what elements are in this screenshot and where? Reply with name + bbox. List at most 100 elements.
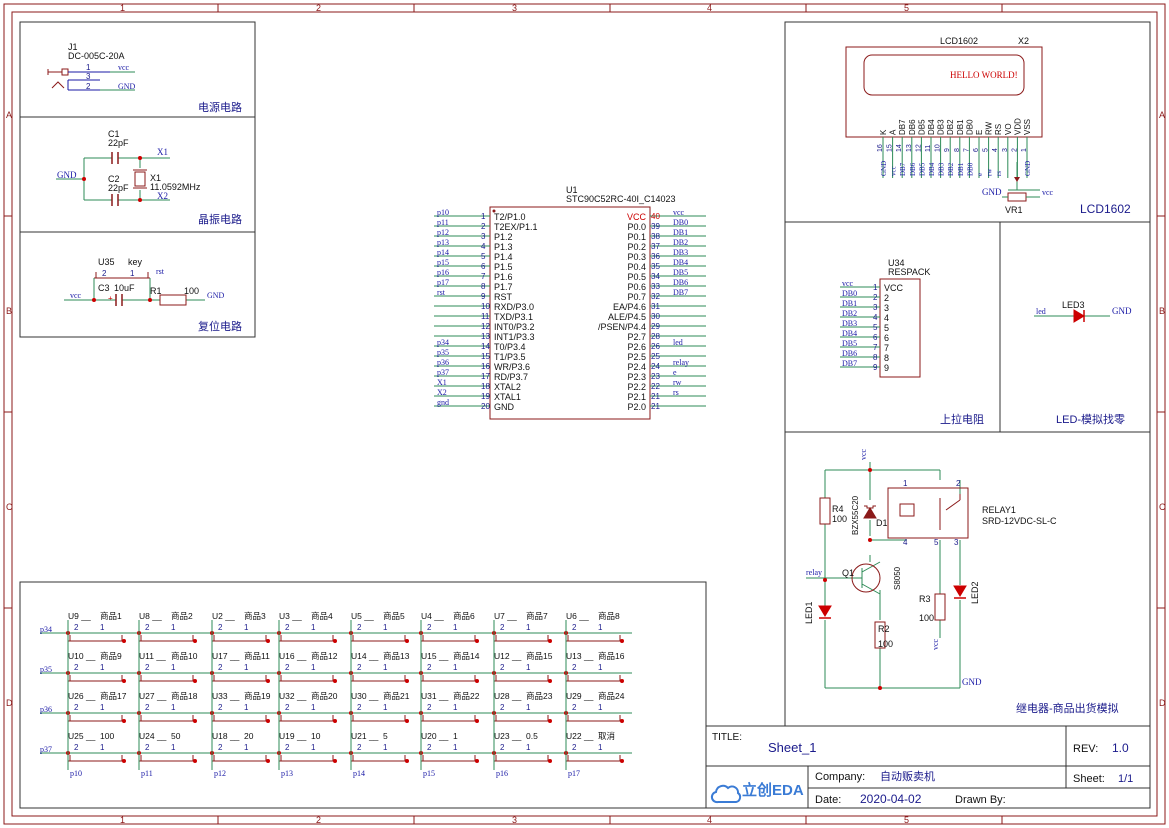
mcu-net-r-relay: relay bbox=[673, 358, 689, 367]
key-switch-icon bbox=[139, 715, 195, 722]
key-pin1: 1 bbox=[244, 623, 249, 632]
respack-pin-num-9: 9 bbox=[873, 363, 878, 372]
lcd-pin-num-3: 13 bbox=[906, 144, 913, 152]
mcu-pin-name-19: XTAL1 bbox=[494, 392, 521, 402]
key-ref: U32 __ bbox=[279, 691, 307, 701]
mcu-net-p12: p12 bbox=[437, 228, 449, 237]
lcd-screen-text: HELLO WORLD! bbox=[950, 70, 1018, 80]
r1-ref: R1 bbox=[150, 286, 162, 296]
power-title: 电源电路 bbox=[198, 100, 242, 114]
mcu-body bbox=[489, 206, 651, 420]
key-pin2: 2 bbox=[357, 663, 362, 672]
net-gnd-relay: GND bbox=[962, 677, 982, 687]
key-label: 商品12 bbox=[311, 651, 338, 661]
key-ref: U17 __ bbox=[212, 651, 240, 661]
mcu-pin-num-r18: 21 bbox=[651, 392, 660, 401]
mcu-pin-num-20: 20 bbox=[481, 402, 490, 411]
crystal-title: 晶振电路 bbox=[198, 212, 242, 226]
r1-icon bbox=[159, 294, 187, 306]
mcu-pin-num-6: 6 bbox=[481, 262, 486, 271]
key-switch-icon bbox=[351, 755, 407, 762]
lcd-pin-label-3: DB6 bbox=[908, 119, 917, 135]
key-pin2: 2 bbox=[74, 663, 79, 672]
mcu-pin-name-10: RXD/P3.0 bbox=[494, 302, 534, 312]
mcu-pin-name-r2: P0.1 bbox=[627, 232, 646, 242]
sheet-label: Sheet: bbox=[1073, 773, 1105, 785]
key-pin2: 2 bbox=[572, 663, 577, 672]
key-ref: U21 __ bbox=[351, 731, 379, 741]
key-label: 商品19 bbox=[244, 691, 271, 701]
relay-body bbox=[887, 487, 969, 539]
q1-ref: Q1 bbox=[842, 568, 854, 578]
r1-value: 100 bbox=[184, 286, 199, 296]
border-col-bottom-3: 3 bbox=[512, 815, 517, 825]
key-pin2: 2 bbox=[285, 623, 290, 632]
mcu-pin-name-6: P1.5 bbox=[494, 262, 513, 272]
mcu-pin-name-1: T2/P1.0 bbox=[494, 212, 526, 222]
mcu-pin-name-r15: P2.4 bbox=[627, 362, 646, 372]
mcu-net-r-DB2: DB2 bbox=[673, 238, 688, 247]
vr1-icon bbox=[1007, 192, 1027, 202]
key-pin1: 1 bbox=[383, 663, 388, 672]
key-switch-icon bbox=[351, 635, 407, 642]
net-x1-label: X1 bbox=[157, 147, 168, 157]
mcu-pin-num-r1: 39 bbox=[651, 222, 660, 231]
mcu-pin-num-r12: 28 bbox=[651, 332, 660, 341]
key-pin1: 1 bbox=[171, 743, 176, 752]
lcd-pin-label-7: DB2 bbox=[946, 119, 955, 135]
mcu-net-p35: p35 bbox=[437, 348, 449, 357]
led2-ref: LED2 bbox=[970, 581, 980, 604]
key-ref: U11 __ bbox=[139, 651, 166, 661]
lcd-pin-num-11: 5 bbox=[983, 148, 990, 152]
mcu-net-gnd: gnd bbox=[437, 398, 449, 407]
lcd-pin-net-9: DB0 bbox=[966, 162, 974, 176]
mcu-pin-num-4: 4 bbox=[481, 242, 486, 251]
mcu-pin-num-r15: 24 bbox=[651, 362, 660, 371]
r3-value: 100 bbox=[919, 613, 934, 623]
net-rst-reset: rst bbox=[156, 267, 165, 276]
lcd-pin-net-12: rs bbox=[995, 171, 1003, 176]
mcu-pin-name-r9: EA/P4.6 bbox=[613, 302, 646, 312]
mcu-net-X2: X2 bbox=[437, 388, 447, 397]
relay-part: SRD-12VDC-SL-C bbox=[982, 516, 1057, 526]
reset-frame bbox=[19, 231, 256, 338]
lcd-pin-net-8: DB1 bbox=[957, 162, 965, 176]
mcu-net-p34: p34 bbox=[437, 338, 449, 347]
key-switch-icon bbox=[139, 635, 195, 642]
respack-pin-num-4: 4 bbox=[873, 313, 878, 322]
svg-text:2: 2 bbox=[102, 269, 107, 278]
key-pin2: 2 bbox=[74, 743, 79, 752]
key-ref: U31 __ bbox=[421, 691, 449, 701]
key-label: 商品18 bbox=[171, 691, 198, 701]
lcd-pin-label-13: VO bbox=[1004, 123, 1013, 135]
key-pin2: 2 bbox=[285, 703, 290, 712]
r3-ref: R3 bbox=[919, 594, 931, 604]
lcd-pin-num-1: 15 bbox=[887, 144, 894, 152]
key-ref: U26 __ bbox=[68, 691, 96, 701]
respack-net-DB1: DB1 bbox=[842, 299, 857, 308]
mcu-pin-name-r12: P2.7 bbox=[627, 332, 646, 342]
mcu-pin-name-7: P1.6 bbox=[494, 272, 513, 282]
lcd-title: LCD1602 bbox=[1080, 202, 1131, 216]
key-pin2: 2 bbox=[572, 703, 577, 712]
sheet-outer-frame bbox=[3, 3, 1166, 825]
keypad-col-net-p17: p17 bbox=[568, 769, 580, 778]
lcd-pin-net-11: rw bbox=[986, 168, 994, 176]
net-gnd-label: GND bbox=[118, 82, 136, 91]
net-vcc-vr: vcc bbox=[1042, 188, 1054, 197]
r4-value: 100 bbox=[832, 514, 847, 524]
key-pin1: 1 bbox=[311, 663, 316, 672]
led3-section: LED3 led GND LED-模拟找零 bbox=[1034, 300, 1132, 426]
